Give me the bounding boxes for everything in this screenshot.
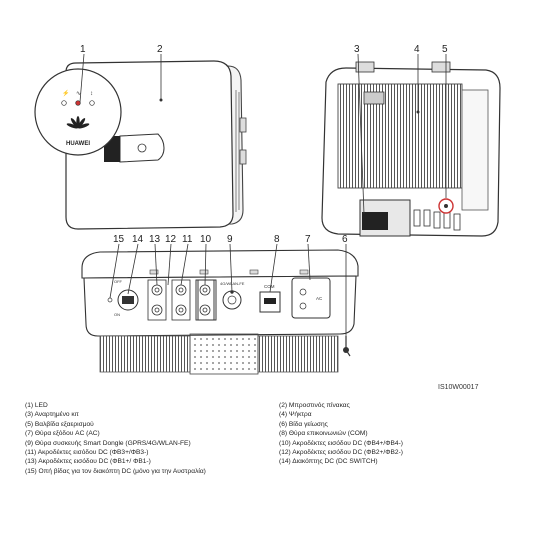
legend-item: (2) Μπροστινός πίνακας xyxy=(279,402,350,409)
callout-4: 4 xyxy=(414,44,420,55)
brand-label: HUAWEI xyxy=(66,141,90,147)
ac-port-label: AC xyxy=(316,296,323,301)
legend-item: (3) Αναρτημένο κιτ xyxy=(25,411,79,419)
callout-9: 9 xyxy=(227,234,233,245)
legend-item: (13) Ακροδέκτες εισόδου DC (ΦΒ1+/ ΦΒ1-) xyxy=(25,458,151,466)
dc-switch-on-label: ON xyxy=(114,312,120,317)
svg-text:∿: ∿ xyxy=(76,91,81,97)
legend-item: (7) Θύρα εξόδου AC (AC) xyxy=(25,430,100,438)
legend-item: (9) Θύρα συσκευής Smart Dongle (GPRS/4G/… xyxy=(25,439,191,447)
svg-text:↕: ↕ xyxy=(90,91,93,97)
huawei-logo-icon xyxy=(66,116,90,129)
callout-3: 3 xyxy=(354,44,360,55)
callout-1: 1 xyxy=(80,44,86,55)
callout-7: 7 xyxy=(305,234,311,245)
legend-item: (11) Ακροδέκτες εισόδου DC (ΦΒ3+/ΦΒ3-) xyxy=(25,448,149,456)
callout-15: 15 xyxy=(113,234,125,245)
rear-view: 3 4 5 xyxy=(321,44,501,237)
dongle-port-label: 4G/WLAN-FE xyxy=(220,281,245,286)
callout-13: 13 xyxy=(149,234,161,245)
ac-output-port xyxy=(291,277,331,319)
heatsink xyxy=(337,83,463,189)
legend-item: (4) Ψήκτρα xyxy=(279,411,312,419)
legend-item: (12) Ακροδέκτες εισόδου DC (ΦΒ2+/ΦΒ2-) xyxy=(279,448,403,456)
dc-switch-screw-hole xyxy=(107,297,113,303)
bottom-view: OFF ON 4G/WLAN-FE xyxy=(81,234,359,375)
callout-8: 8 xyxy=(274,234,280,245)
legend-item: (1) LED xyxy=(25,402,48,409)
callout-11: 11 xyxy=(182,234,193,245)
legend-left-column: (1) LED (3) Αναρτημένο κιτ (5) Βαλβίδα ε… xyxy=(25,401,275,476)
callout-12: 12 xyxy=(165,234,177,245)
callout-5: 5 xyxy=(442,44,448,55)
led-magnifier xyxy=(34,68,122,156)
callout-6: 6 xyxy=(342,234,348,245)
com-port-label: COM xyxy=(264,284,275,289)
dc-switch-off-label: OFF xyxy=(114,279,123,284)
legend-item: (15) Οπή βίδας για τον διακόπτη DC (μόνο… xyxy=(25,467,206,475)
callout-2: 2 xyxy=(157,44,163,55)
led-indicators: ⚡ ∿ ↕ xyxy=(61,89,95,106)
vent-grille xyxy=(189,333,259,375)
legend-item: (6) Βίδα γείωσης xyxy=(279,420,328,428)
legend-item: (5) Βαλβίδα εξαερισμού xyxy=(25,420,94,428)
legend-item: (8) Θύρα επικοινωνιών (COM) xyxy=(279,430,368,438)
legend-right-column: (2) Μπροστινός πίνακας (4) Ψήκτρα (6) Βί… xyxy=(279,401,529,467)
callout-14: 14 xyxy=(132,234,144,245)
front-view: ⚡ ∿ ↕ HUAWEI 1 2 xyxy=(34,44,247,230)
figure-id: IS10W00017 xyxy=(438,384,479,391)
legend-item: (14) Διακόπτης DC (DC SWITCH) xyxy=(279,458,378,466)
ground-screw-icon xyxy=(343,347,349,353)
legend-item: (10) Ακροδέκτες εισόδου DC (ΦΒ4+/ΦΒ4-) xyxy=(279,439,403,447)
svg-text:⚡: ⚡ xyxy=(62,89,69,97)
callout-10: 10 xyxy=(200,234,212,245)
